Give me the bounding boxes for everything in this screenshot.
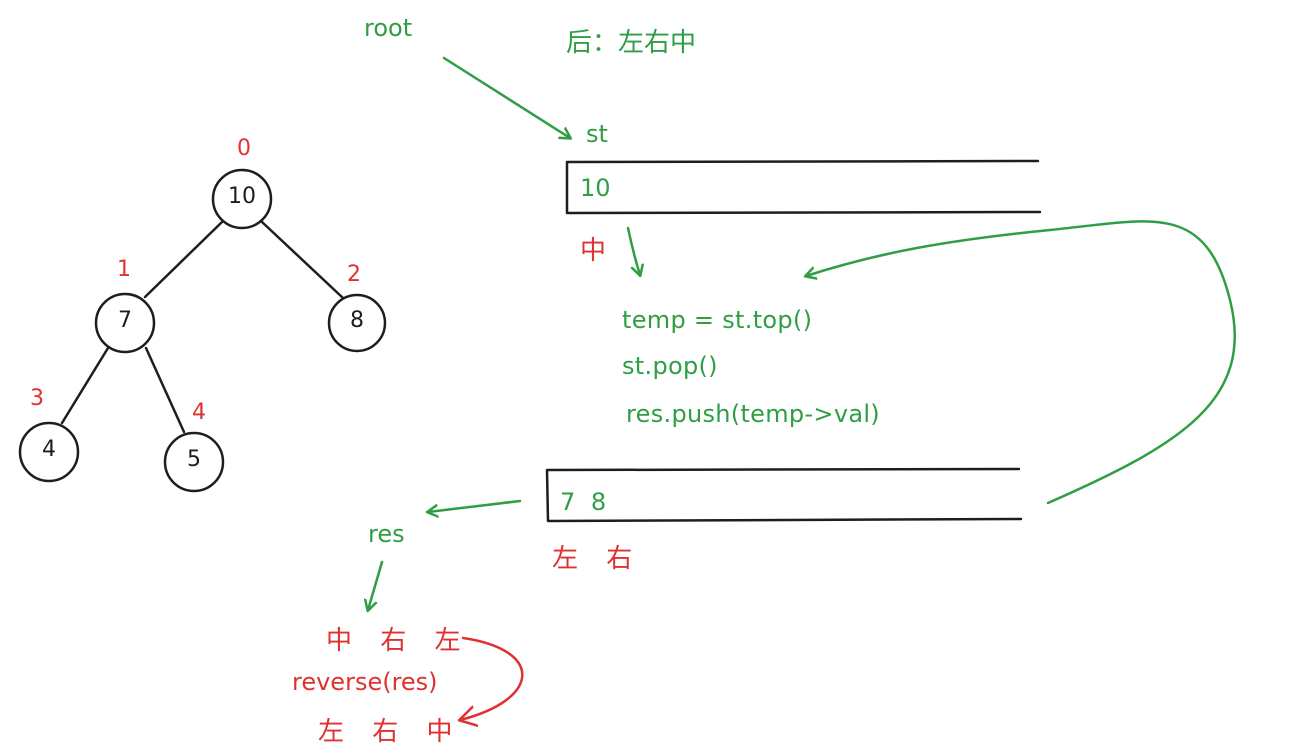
stack1-label: 中 xyxy=(580,236,617,266)
root-to-st-arrow xyxy=(442,56,570,138)
code-line-pop: st.pop() xyxy=(622,352,718,380)
code-line-temp: temp = st.top() xyxy=(622,306,813,334)
tree-node-value: 7 xyxy=(118,308,132,333)
tree-node-index: 3 xyxy=(30,386,44,411)
edge-7-4 xyxy=(60,346,110,425)
tree-node-4 xyxy=(18,421,80,483)
tree-node-index: 0 xyxy=(237,136,251,161)
stack-to-code-arrow xyxy=(626,226,640,275)
st-label: st xyxy=(586,120,608,148)
traversal-title: 后：左右中 xyxy=(566,28,697,58)
res-order: 中 右 左 xyxy=(326,626,471,656)
tree-node-10 xyxy=(211,168,273,230)
tree-node-value: 8 xyxy=(350,308,364,333)
tree-node-index: 4 xyxy=(192,400,206,425)
stack2-content: 7 8 xyxy=(560,488,611,516)
tree-node-5 xyxy=(163,431,225,493)
edge-10-7 xyxy=(143,220,224,299)
tree-node-value: 4 xyxy=(42,437,56,462)
res-label: res xyxy=(368,520,405,548)
loop-back-arrow xyxy=(806,220,1236,505)
reverse-arrow xyxy=(460,636,524,720)
tree-node-index: 2 xyxy=(347,262,361,287)
tree-node-7 xyxy=(94,292,156,354)
stack1-content: 10 xyxy=(580,174,611,202)
edge-10-8 xyxy=(260,220,345,300)
tree-node-index: 1 xyxy=(117,257,131,282)
stack2-outline xyxy=(545,467,1023,523)
final-order: 左 右 中 xyxy=(318,717,463,747)
code-line-push: res.push(temp->val) xyxy=(626,400,880,428)
edge-7-5 xyxy=(144,346,186,434)
tree-node-value: 10 xyxy=(228,184,256,209)
root-label: root xyxy=(364,14,413,42)
stack2-label: 左 右 xyxy=(552,544,643,574)
reverse-call: reverse(res) xyxy=(292,668,438,696)
tree-node-value: 5 xyxy=(187,447,201,472)
stack-to-res-arrow xyxy=(428,499,522,512)
stack1-outline xyxy=(565,159,1042,215)
tree-node-8 xyxy=(327,293,387,353)
res-down-arrow xyxy=(368,560,384,610)
